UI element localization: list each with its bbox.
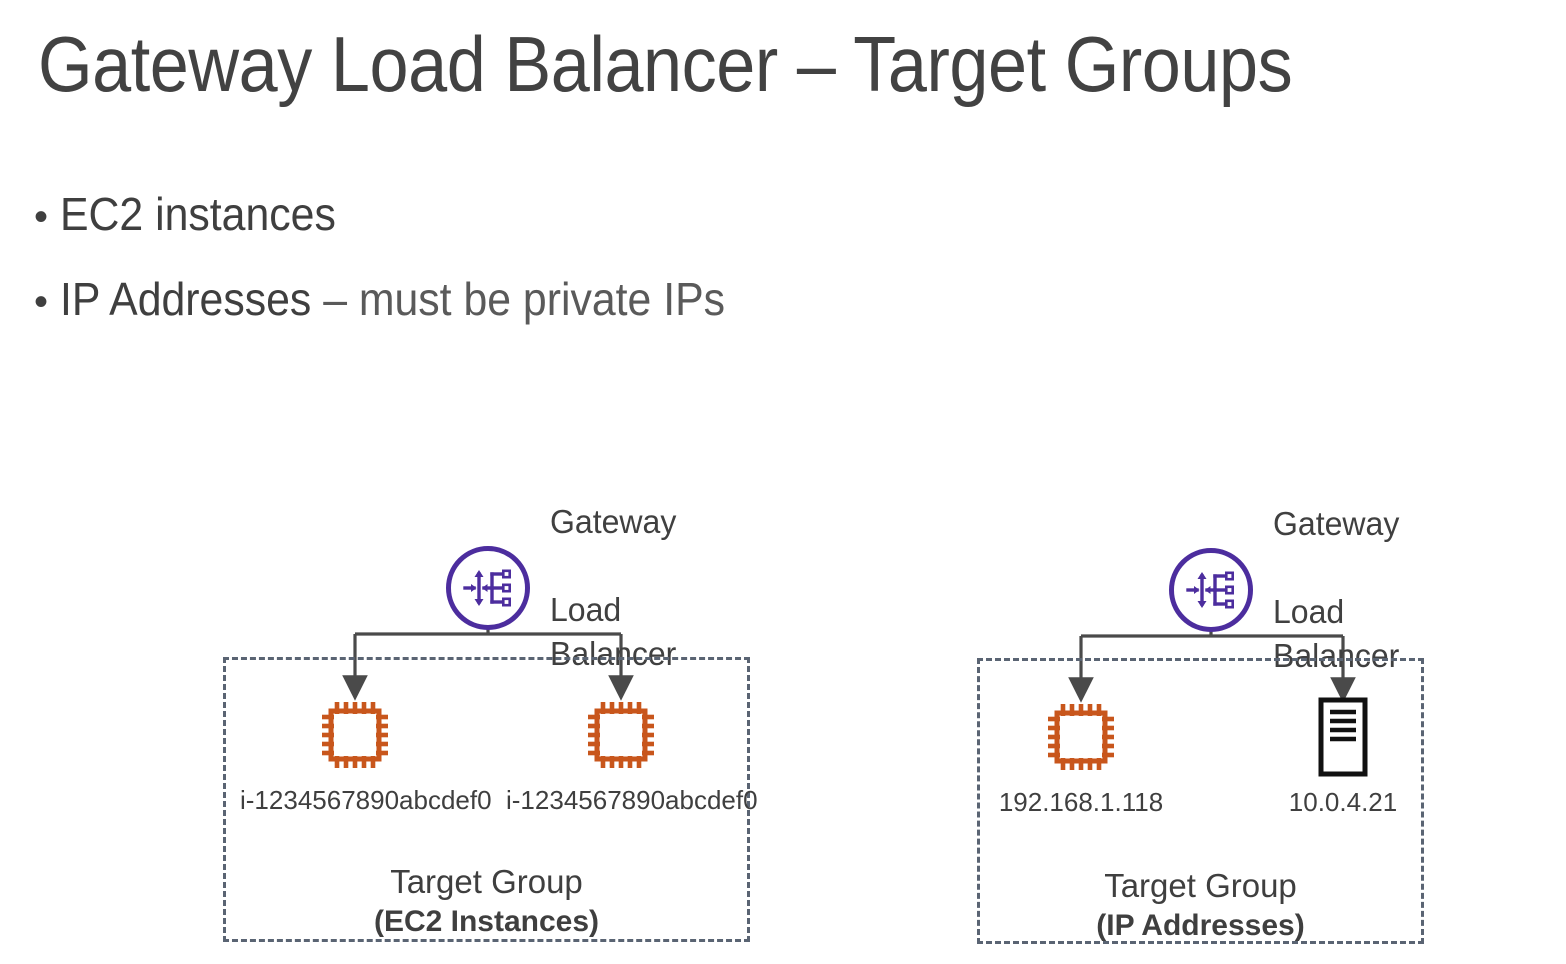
bullet-item-ip-addresses: • IP Addresses – must be private IPs bbox=[34, 270, 1434, 328]
bullet-text-ec2-instances: EC2 instances bbox=[60, 188, 336, 240]
bullet-marker-icon: • bbox=[34, 195, 49, 239]
bullet-marker-icon: • bbox=[34, 280, 49, 324]
bullet-list: • EC2 instances • IP Addresses – must be… bbox=[34, 185, 1434, 355]
bullet-text-ip-addresses: IP Addresses – must be private IPs bbox=[60, 270, 725, 328]
bullet-rest-ip-addresses: – must be private IPs bbox=[311, 273, 726, 325]
bullet-item-ec2-instances: • EC2 instances bbox=[34, 185, 1434, 243]
bullet-emphasis-ip-addresses: IP Addresses bbox=[60, 273, 312, 325]
page-title: Gateway Load Balancer – Target Groups bbox=[38, 20, 1293, 108]
